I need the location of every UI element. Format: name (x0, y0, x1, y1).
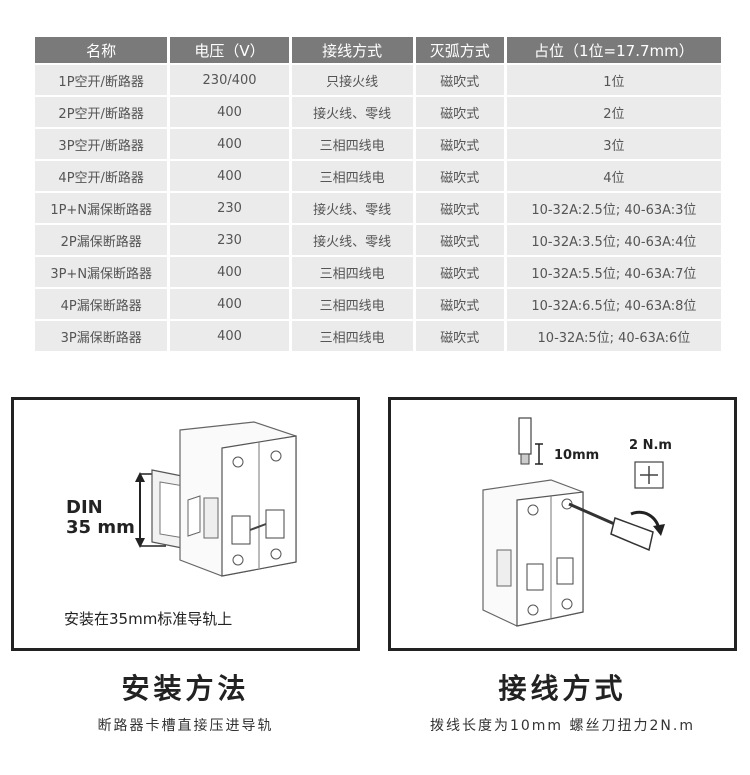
cell-voltage: 400 (170, 161, 289, 191)
cell-width: 3位 (506, 129, 721, 159)
cell-width: 1位 (506, 65, 721, 95)
table-header-row: 名称 电压（V） 接线方式 灭弧方式 占位（1位=17.7mm） (35, 37, 721, 63)
cell-arc: 磁吹式 (415, 97, 504, 127)
spec-table: 名称 电压（V） 接线方式 灭弧方式 占位（1位=17.7mm） 1P空开/断路… (32, 35, 724, 353)
cell-width: 10-32A:3.5位; 40-63A:4位 (506, 225, 721, 255)
cell-width: 10-32A:5位; 40-63A:6位 (506, 321, 721, 351)
cell-arc: 磁吹式 (415, 289, 504, 319)
cell-name: 1P+N漏保断路器 (35, 193, 168, 223)
cell-name: 3P+N漏保断路器 (35, 257, 168, 287)
cell-width: 4位 (506, 161, 721, 191)
wiring-panel: 10mm 2 N.m (388, 397, 737, 651)
cell-voltage: 400 (170, 129, 289, 159)
cell-wiring: 三相四线电 (291, 129, 413, 159)
cell-arc: 磁吹式 (415, 193, 504, 223)
cell-voltage: 230 (170, 193, 289, 223)
cell-width: 10-32A:2.5位; 40-63A:3位 (506, 193, 721, 223)
wiring-method-title: 接线方式 (498, 672, 627, 705)
cell-name: 3P漏保断路器 (35, 321, 168, 351)
install-caption: 安装在35mm标准导轨上 (64, 610, 233, 628)
install-panel: DIN 35 mm 安装在35mm标准导轨上 (11, 397, 360, 651)
header-wiring: 接线方式 (291, 37, 413, 63)
cell-arc: 磁吹式 (415, 161, 504, 191)
cell-wiring: 接火线、零线 (291, 225, 413, 255)
cell-voltage: 400 (170, 257, 289, 287)
din-rail-breaker-illustration (135, 421, 297, 577)
din-dimension-label: DIN 35 mm (66, 498, 135, 538)
cell-wiring: 三相四线电 (291, 257, 413, 287)
cell-voltage: 400 (170, 321, 289, 351)
cell-width: 10-32A:5.5位; 40-63A:7位 (506, 257, 721, 287)
cell-wiring: 三相四线电 (291, 321, 413, 351)
install-method-title: 安装方法 (121, 672, 250, 705)
cell-name: 1P空开/断路器 (35, 65, 168, 95)
din-label-line1: DIN (66, 497, 103, 518)
wiring-method-subtitle: 拨线长度为10mm 螺丝刀扭力2N.m (429, 718, 695, 734)
cell-name: 3P空开/断路器 (35, 129, 168, 159)
install-method-subtitle: 断路器卡槽直接压进导轨 (97, 718, 274, 734)
cell-name: 2P空开/断路器 (35, 97, 168, 127)
cell-width: 2位 (506, 97, 721, 127)
cell-arc: 磁吹式 (415, 257, 504, 287)
cell-voltage: 400 (170, 97, 289, 127)
cell-voltage: 230/400 (170, 65, 289, 95)
header-arc: 灭弧方式 (415, 37, 504, 63)
cell-wiring: 接火线、零线 (291, 193, 413, 223)
cell-arc: 磁吹式 (415, 225, 504, 255)
cell-arc: 磁吹式 (415, 129, 504, 159)
cell-wiring: 三相四线电 (291, 161, 413, 191)
wiring-breaker-illustration (482, 417, 665, 627)
cell-wiring: 接火线、零线 (291, 97, 413, 127)
cell-width: 10-32A:6.5位; 40-63A:8位 (506, 289, 721, 319)
cell-name: 2P漏保断路器 (35, 225, 168, 255)
cell-wiring: 只接火线 (291, 65, 413, 95)
cell-name: 4P漏保断路器 (35, 289, 168, 319)
wire-length-label: 10mm (554, 448, 600, 463)
header-voltage: 电压（V） (170, 37, 289, 63)
header-width: 占位（1位=17.7mm） (506, 37, 721, 63)
cell-voltage: 230 (170, 225, 289, 255)
header-name: 名称 (35, 37, 168, 63)
cell-name: 4P空开/断路器 (35, 161, 168, 191)
din-label-line2: 35 mm (66, 517, 135, 538)
cell-wiring: 三相四线电 (291, 289, 413, 319)
torque-label: 2 N.m (629, 438, 672, 453)
cell-arc: 磁吹式 (415, 65, 504, 95)
cell-arc: 磁吹式 (415, 321, 504, 351)
cell-voltage: 400 (170, 289, 289, 319)
